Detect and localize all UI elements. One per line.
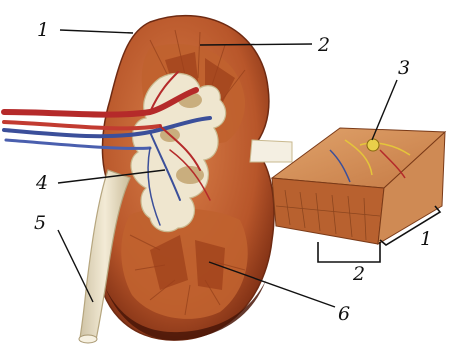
ureter-opening [79,335,97,343]
label-medulla: 2 [317,34,330,56]
label-block-bracket-1: 1 [420,228,432,250]
nephron-glomerulus [367,139,379,151]
label-pyramid: 6 [338,303,350,325]
label-cortex: 1 [37,19,49,41]
tissue-block [272,128,445,244]
label-ureter: 5 [34,212,46,234]
bracket-2 [318,242,380,262]
section-cut-notch [250,140,292,162]
pyramid-lower-2 [195,240,225,290]
label-nephron: 3 [398,57,410,79]
label-block-bracket-2: 2 [352,263,365,285]
label-pelvis: 4 [35,172,48,194]
